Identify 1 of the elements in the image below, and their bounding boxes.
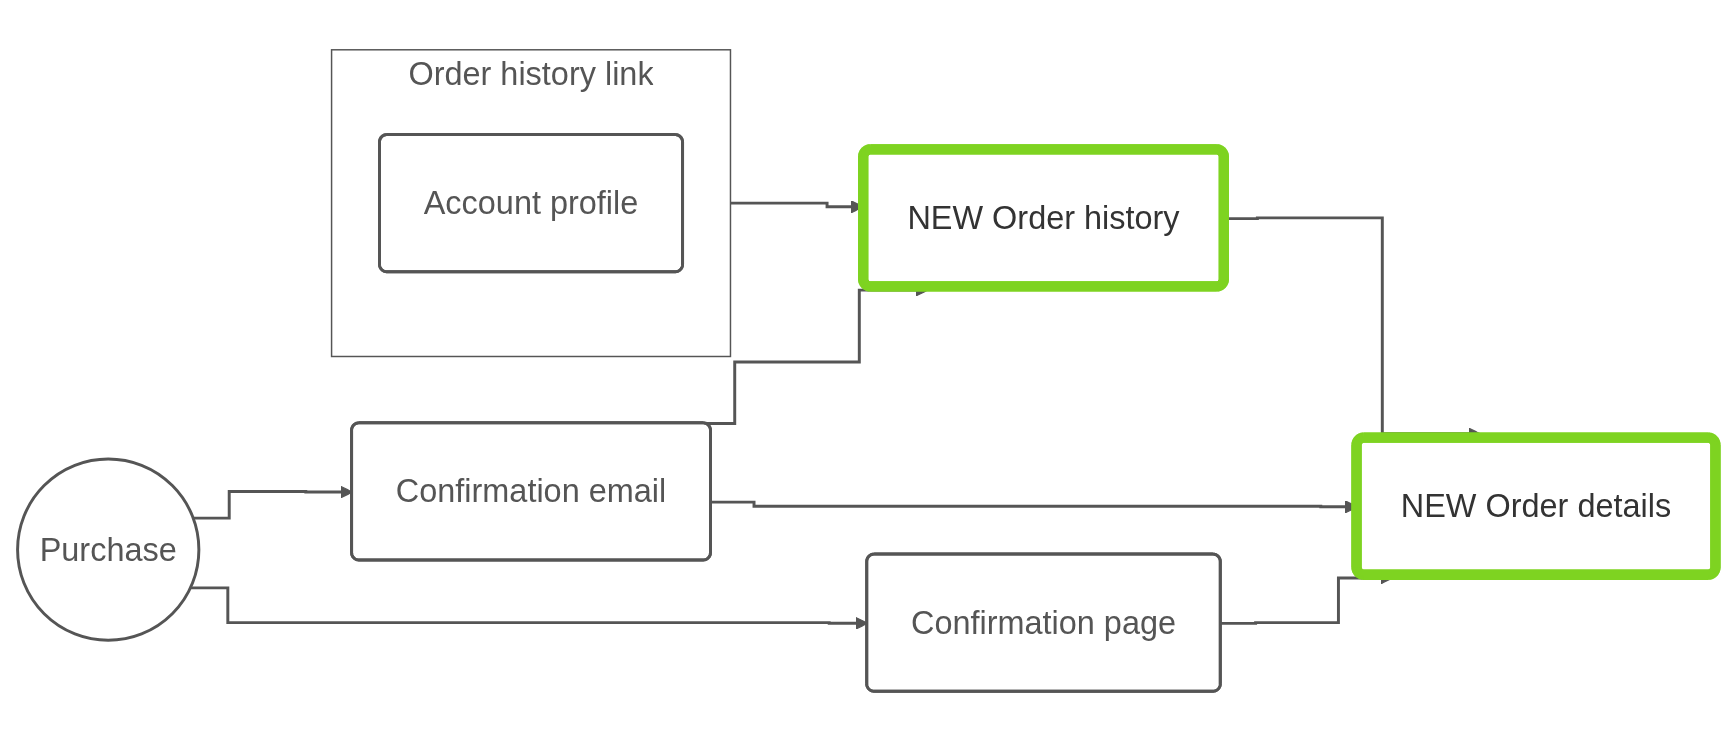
node-circle: Purchase (16, 457, 201, 642)
